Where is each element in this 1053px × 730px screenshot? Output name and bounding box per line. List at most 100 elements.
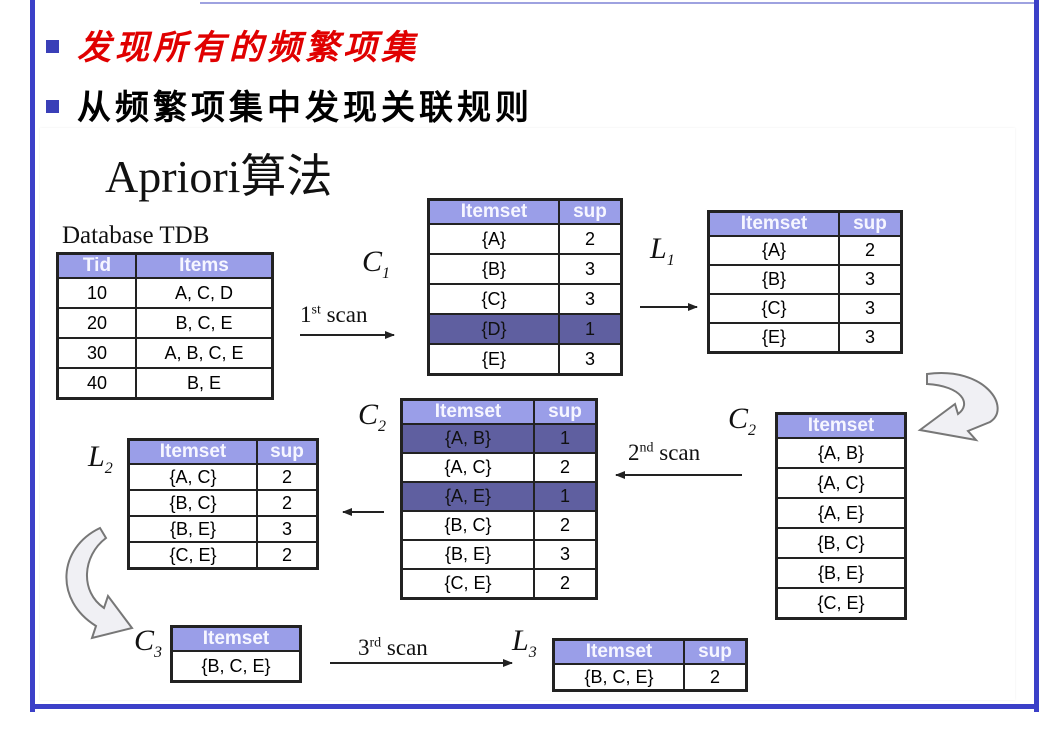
table-cell: {B, E} [400, 539, 535, 570]
column-header-sup: sup [838, 210, 903, 237]
table-row: {C, E} [775, 587, 907, 620]
table-cell: {A, B} [400, 423, 535, 454]
label-letter: L [88, 440, 105, 473]
table-row: {B, E} [775, 557, 907, 589]
column-header-sup: sup [533, 398, 598, 425]
table-cell: 3 [558, 343, 623, 376]
label-c2-counts: C2 [358, 398, 386, 436]
label-subscript: 2 [104, 460, 113, 477]
table-cell: {B, C, E} [170, 650, 302, 683]
table-row: {A, C}2 [400, 452, 598, 483]
label-subscript: 2 [748, 422, 757, 439]
column-header-itemset: Itemset [427, 198, 560, 225]
scan-word: scan [659, 440, 701, 465]
table-cell: {B} [427, 253, 560, 285]
table-cell: 10 [56, 277, 137, 309]
frame-right-border [1034, 0, 1039, 712]
curved-arrow-l1-to-c2-icon [917, 371, 999, 442]
column-header-items: Items [135, 252, 274, 279]
column-header-itemset: Itemset [400, 398, 535, 425]
table-cell: A, C, D [135, 277, 274, 309]
table-row: {B, C, E}2 [552, 663, 748, 692]
bullet-square-icon [46, 99, 59, 113]
table-row: {E}3 [427, 343, 623, 376]
label-letter: C [728, 402, 749, 435]
table-header-row: Tid Items [56, 252, 274, 279]
table-cell: {C, E} [127, 541, 258, 570]
table-cell: B, E [135, 367, 274, 400]
table-cell: 2 [256, 541, 319, 570]
scan-number: 2 [628, 440, 640, 465]
table-cell: 30 [56, 337, 137, 369]
table-cell: {A} [427, 223, 560, 255]
label-letter: C [362, 245, 383, 278]
table-cell: 3 [558, 283, 623, 315]
table-cell: 2 [558, 223, 623, 255]
table-cell: {B, C, E} [552, 663, 685, 692]
table-cell: 3 [558, 253, 623, 285]
bullet-find-frequent-itemsets: 发现所有的频繁项集 [46, 20, 419, 69]
label-c3: C3 [134, 624, 162, 662]
table-row: {E}3 [707, 322, 903, 354]
bullet-text: 发现所有的频繁项集 [77, 28, 419, 68]
column-header-sup: sup [256, 438, 319, 465]
column-header-tid: Tid [56, 252, 137, 279]
table-cell: 1 [558, 313, 623, 345]
database-caption: Database TDB [62, 222, 210, 249]
table-header-row: Itemset [775, 412, 907, 439]
bullet-derive-association-rules: 从频繁项集中发现关联规则 [46, 80, 533, 129]
table-cell: 2 [683, 663, 748, 692]
table-cell: {C, E} [400, 568, 535, 600]
table-cell: B, C, E [135, 307, 274, 339]
label-subscript: 1 [382, 265, 391, 282]
table-row: {B}3 [427, 253, 623, 285]
table-cell: {A, C} [775, 467, 907, 499]
table-row: {B, C, E} [170, 650, 302, 683]
scan-word: scan [326, 302, 368, 327]
label-c2-candidates: C2 [728, 402, 756, 440]
figure-title: Apriori算法 [105, 151, 333, 202]
table-cell: {E} [427, 343, 560, 376]
table-row: {C}3 [707, 293, 903, 324]
table-cell: 3 [533, 539, 598, 570]
scan-label-second: 2nd scan [628, 440, 700, 466]
table-row: {A, E}1 [400, 481, 598, 512]
table-row: {C}3 [427, 283, 623, 315]
table-row: {A, C} [775, 467, 907, 499]
label-subscript: 3 [528, 644, 537, 661]
label-letter: C [134, 624, 155, 657]
table-cell: {B, C} [400, 510, 535, 541]
table-cell: 3 [256, 515, 319, 543]
bullet-square-icon [46, 39, 59, 53]
label-subscript: 3 [154, 644, 163, 661]
table-row: {B, C} [775, 527, 907, 559]
column-header-itemset: Itemset [170, 625, 302, 652]
label-letter: L [650, 232, 667, 265]
table-row: {B, C}2 [127, 489, 319, 517]
c2-candidate-table: Itemset {A, B}{A, C}{A, E}{B, C}{B, E}{C… [775, 412, 907, 620]
table-cell: A, B, C, E [135, 337, 274, 369]
table-row: {A, B}1 [400, 423, 598, 454]
frame-top-line [200, 2, 1039, 4]
table-cell: {A, C} [400, 452, 535, 483]
table-cell: {C} [427, 283, 560, 315]
table-cell: {A, B} [775, 437, 907, 469]
label-letter: L [512, 624, 529, 657]
table-cell: 1 [533, 423, 598, 454]
scan-word: scan [386, 635, 428, 660]
scan-number: 1 [300, 302, 312, 327]
scan-label-third: 3rd scan [358, 635, 428, 661]
column-header-itemset: Itemset [127, 438, 258, 465]
table-cell: {E} [707, 322, 840, 354]
table-row: {A}2 [427, 223, 623, 255]
